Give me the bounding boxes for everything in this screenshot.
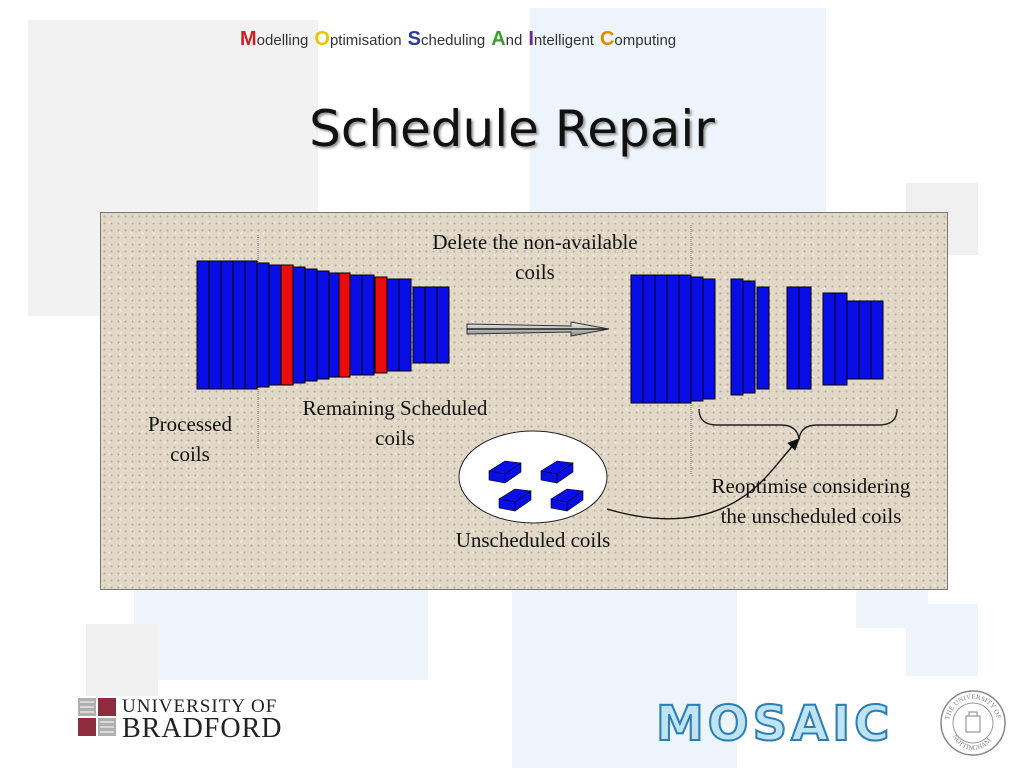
coil — [786, 286, 800, 390]
banner-initial: S — [407, 28, 421, 50]
reoptimise-arrow — [606, 438, 800, 520]
unscheduled-label: Unscheduled coils — [455, 528, 611, 552]
unavailable-coil — [280, 264, 294, 386]
coil — [870, 300, 884, 380]
nottingham-seal-icon: THE UNIVERSITY OF NOTTINGHAM — [940, 690, 1006, 756]
banner-word-rest: ntelligent — [533, 32, 594, 49]
background-block — [530, 8, 826, 220]
coil — [742, 280, 756, 394]
coil — [304, 268, 318, 382]
coil — [349, 274, 363, 376]
coil — [846, 300, 860, 380]
unavailable-coil — [338, 272, 351, 378]
banner-word: Intelligent — [528, 28, 594, 51]
coil — [654, 274, 668, 404]
banner-word: Optimisation — [314, 28, 401, 51]
coil — [292, 266, 306, 384]
university-of-bradford-logo: UNIVERSITY OF BRADFORD — [78, 695, 318, 745]
coil — [256, 262, 270, 388]
banner-word: Computing — [600, 28, 676, 51]
transition-arrow — [466, 321, 610, 337]
unscheduled-coil — [488, 460, 522, 484]
coil — [666, 274, 680, 404]
coil — [690, 276, 704, 402]
brace — [698, 408, 898, 440]
coil — [316, 270, 330, 380]
banner-initial: O — [314, 28, 330, 50]
coil — [630, 274, 644, 404]
banner-word: Scheduling — [408, 28, 486, 51]
coil — [361, 274, 375, 376]
diagram-panel: Delete the non-available coils Processed… — [100, 212, 948, 590]
coil — [798, 286, 812, 390]
coil — [730, 278, 744, 396]
coil — [424, 286, 438, 364]
original-schedule-coils — [196, 260, 450, 390]
reoptimise-label: Reoptimise considering the unscheduled c… — [711, 474, 911, 528]
coil — [822, 292, 836, 386]
coil — [702, 278, 716, 400]
coil — [196, 260, 210, 390]
coil — [858, 300, 872, 380]
coil — [268, 264, 282, 386]
banner-word-rest: nd — [505, 32, 523, 49]
background-block — [86, 624, 158, 696]
coil — [232, 260, 246, 390]
coil — [756, 286, 770, 390]
remaining-label: Remaining Scheduled coils — [302, 396, 488, 450]
delete-label: Delete the non-available coils — [432, 230, 638, 284]
background-block — [512, 588, 737, 768]
banner-initial: I — [528, 28, 534, 50]
coil — [642, 274, 656, 404]
banner-word-rest: odelling — [256, 32, 309, 49]
banner-word-rest: cheduling — [421, 32, 486, 49]
coil — [412, 286, 426, 364]
banner-initial: A — [491, 28, 506, 50]
banner-initial: C — [599, 28, 615, 50]
unscheduled-coil — [498, 488, 532, 512]
banner-initial: M — [240, 28, 257, 50]
banner-word-rest: ptimisation — [329, 32, 402, 49]
repaired-schedule-coils — [630, 274, 884, 404]
background-block — [906, 604, 978, 676]
schedule-diagram — [196, 225, 898, 524]
unavailable-coil — [374, 276, 388, 374]
processed-label: Processed coils — [148, 412, 232, 466]
unscheduled-coil-blocks — [488, 460, 584, 512]
coil — [220, 260, 234, 390]
coil — [678, 274, 692, 404]
unscheduled-coil — [540, 460, 574, 484]
coil — [208, 260, 222, 390]
unscheduled-coil — [550, 488, 584, 512]
banner-word: Modelling — [240, 28, 308, 51]
page-title: Schedule Repair — [309, 100, 715, 158]
coil — [436, 286, 450, 364]
background-block — [134, 588, 428, 680]
mosaic-logo: MOSAIC — [655, 699, 956, 749]
banner-word: And — [491, 28, 522, 51]
bradford-crest-icon — [78, 698, 116, 736]
coil — [244, 260, 258, 390]
banner-word-rest: omputing — [614, 32, 677, 49]
coil — [834, 292, 848, 386]
coil — [398, 278, 412, 372]
coil — [386, 278, 400, 372]
